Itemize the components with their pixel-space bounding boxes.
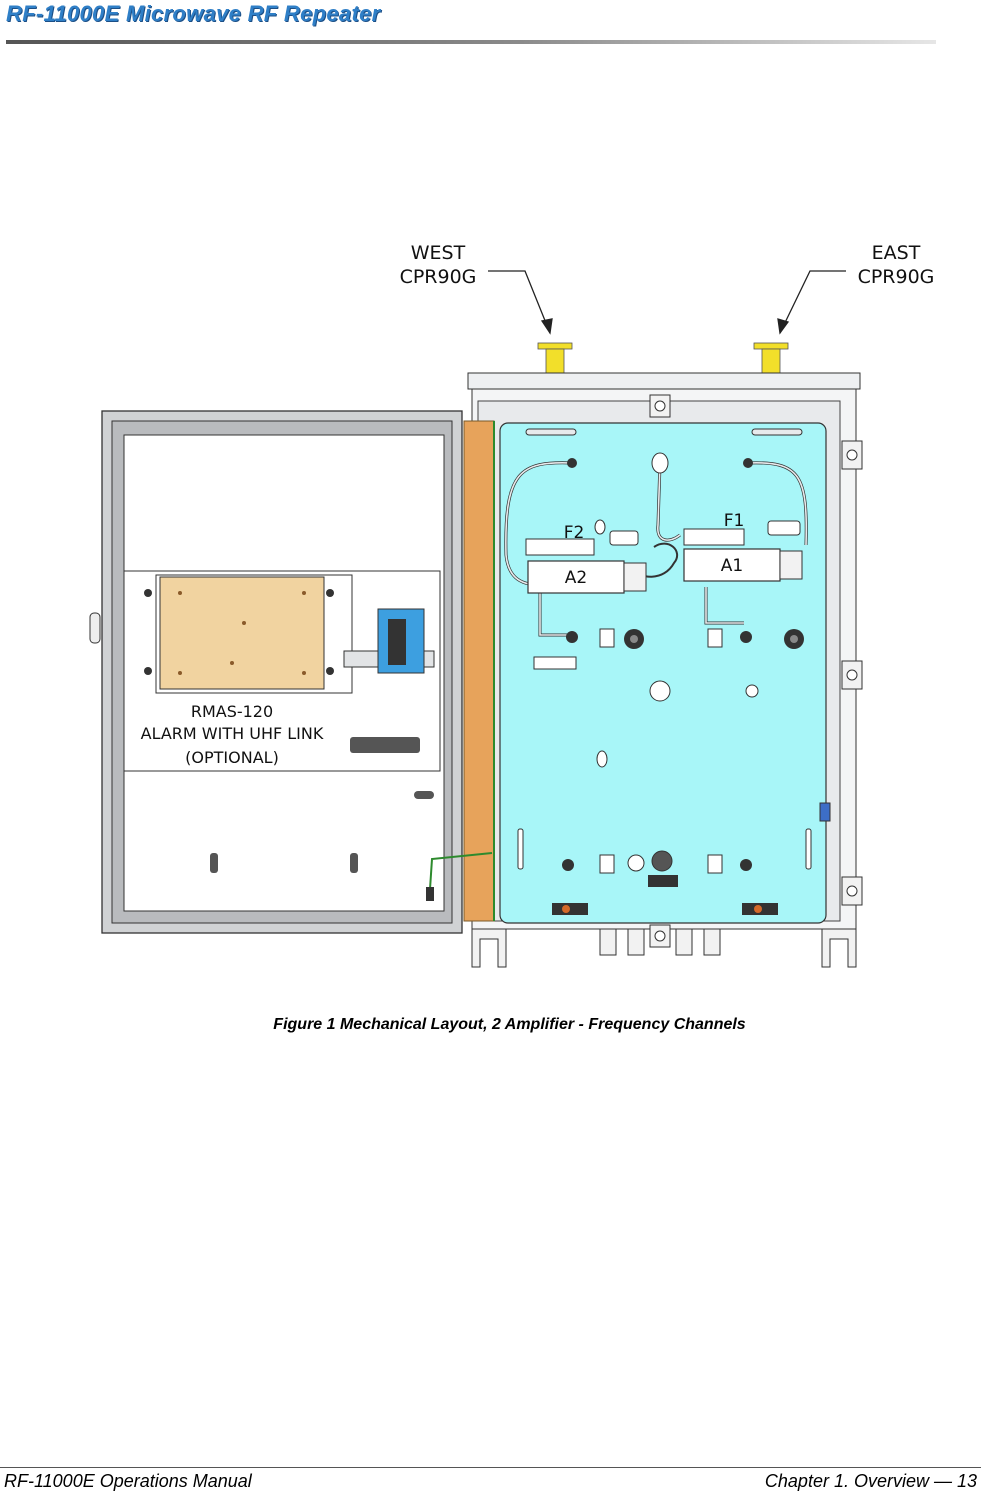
svg-text:CPR90G: CPR90G <box>400 266 477 288</box>
svg-text:CPR90G: CPR90G <box>858 266 935 288</box>
door-hinge <box>463 420 495 922</box>
callout-leaders <box>488 270 846 335</box>
west-port-label: WEST CPR90G <box>400 242 477 288</box>
filter-f2-label: F2 <box>564 523 585 543</box>
svg-text:WEST: WEST <box>411 242 466 264</box>
page-header-title: RF-11000E Microwave RF Repeater <box>6 1 381 26</box>
rmas-label-line2: ALARM WITH UHF LINK <box>141 724 324 743</box>
footer-rule <box>0 1467 981 1468</box>
footer-manual-title: RF-11000E Operations Manual <box>4 1471 252 1491</box>
east-waveguide-port <box>753 342 789 374</box>
header-rule <box>6 40 936 44</box>
svg-text:EAST: EAST <box>872 242 921 264</box>
rmas-label-line1: RMAS-120 <box>191 702 273 721</box>
footer-chapter-page: Chapter 1. Overview — 13 <box>764 1471 977 1491</box>
figure-caption: Figure 1 Mechanical Layout, 2 Amplifier … <box>273 1016 746 1033</box>
filter-f1-label: F1 <box>724 511 745 531</box>
east-port-label: EAST CPR90G <box>858 242 935 288</box>
west-waveguide-port <box>537 342 573 374</box>
mechanical-layout-figure: WEST CPR90G EAST CPR90G <box>80 225 960 985</box>
amplifier-a1-label: A1 <box>721 556 743 576</box>
equipment-backplate: F2 F1 A2 A1 <box>499 422 831 924</box>
rmas-label-line3: (OPTIONAL) <box>185 748 279 767</box>
enclosure-door: RMAS-120 ALARM WITH UHF LINK (OPTIONAL) <box>89 410 493 934</box>
amplifier-a2-label: A2 <box>565 568 587 588</box>
